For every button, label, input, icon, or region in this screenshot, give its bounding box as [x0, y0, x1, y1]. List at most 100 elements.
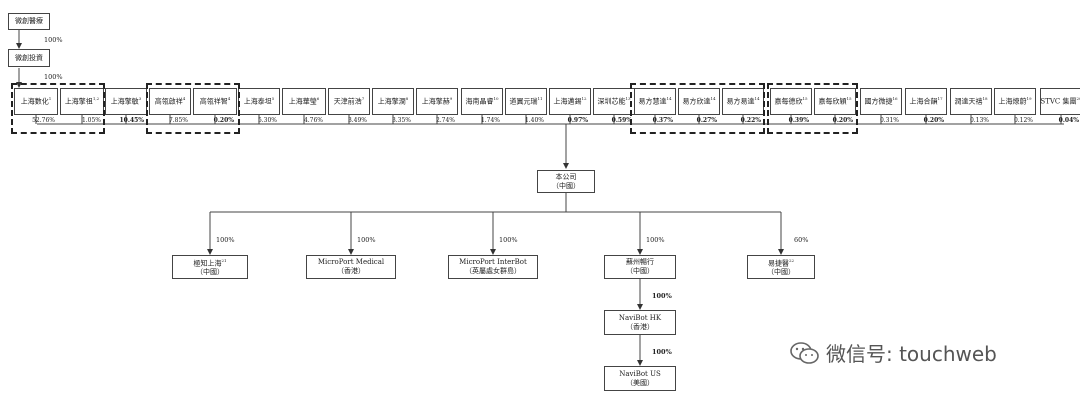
shareholder-name: 上海擎祖	[64, 97, 93, 106]
pct-sub-3: 100%	[646, 236, 665, 244]
shareholder-box: 國方微捷16	[860, 88, 902, 115]
shareholder-box: 上海燎蔚19	[994, 88, 1036, 115]
shareholder-box: 深圳芯能13	[593, 88, 635, 115]
company-box: 本公司 （中國）	[537, 170, 595, 193]
sub-name: MicroPort Medical	[317, 258, 385, 267]
shareholder-name-line: 國方微捷16	[864, 96, 897, 106]
shareholder-box: 海南晶睿10	[461, 88, 503, 115]
shareholder-footnote: 1,2	[92, 96, 100, 102]
shareholder-footnote: 7	[361, 96, 365, 102]
shareholder-pct: 0.39%	[788, 117, 809, 124]
sub-name: 極知上海	[193, 258, 222, 267]
shareholder-name: 上海合韻	[909, 97, 938, 106]
shareholder-name-line: 易方慧達14	[638, 96, 671, 106]
shareholder-name-line: 天津前浩7	[334, 96, 365, 106]
shareholder-name: 高瓴祥智	[199, 97, 228, 106]
parent-microport-investment: 微創投資	[8, 49, 50, 67]
shareholder-name-line: 嘉每欣穎15	[818, 96, 851, 106]
shareholder-pct: 0.31%	[879, 117, 899, 124]
shareholder-name-line: 上海擎敏3	[111, 96, 142, 106]
pct-sub-4: 60%	[794, 236, 809, 244]
pct-sub-2: 100%	[499, 236, 518, 244]
shareholder-box: 易方慧達14	[634, 88, 676, 115]
shareholder-name-line: 潤達天禧18	[954, 96, 987, 106]
shareholder-name-line: 上海燎蔚19	[998, 96, 1031, 106]
shareholder-pct: 0.12%	[1013, 117, 1033, 124]
shareholder-footnote: 9	[449, 96, 453, 102]
shareholder-pct: 10.45%	[119, 117, 145, 124]
shareholder-pct: 3.49%	[347, 117, 367, 124]
shareholder-pct: 0.20%	[832, 117, 853, 124]
shareholder-name: 高瓴啟祥	[154, 97, 183, 106]
shareholder-pct: 1.40%	[524, 117, 544, 124]
shareholder-footnote: 5	[271, 96, 275, 102]
sub-name: 易捷醫	[767, 258, 789, 267]
shareholder-name-line: 易方易達14	[726, 96, 759, 106]
shareholder-name: 上海華瑩	[288, 97, 317, 106]
navibot-hk-region: （香港）	[626, 322, 654, 331]
shareholder-pct: 0.04%	[1058, 117, 1079, 124]
shareholder-box: 上海華瑩6	[282, 88, 326, 115]
shareholder-footnote: 14	[710, 96, 716, 102]
shareholder-pct: 0.97%	[567, 117, 588, 124]
shareholder-footnote: 4	[182, 96, 186, 102]
shareholder-pct: 3.35%	[391, 117, 411, 124]
shareholder-name-line: 上海華瑩6	[289, 96, 320, 106]
pct-parent-investment: 100%	[44, 73, 63, 81]
sub-name: MicroPort InterBot	[459, 258, 527, 267]
shareholder-name-line: 上海邁錫12	[553, 96, 586, 106]
dashed-group-hillhouse	[146, 83, 240, 134]
subsidiary-yijieyi: 易捷醫22 （中國）	[747, 255, 815, 279]
shareholder-pct: 2.74%	[435, 117, 455, 124]
shareholder-box: 嘉每欣穎15	[814, 88, 856, 115]
dashed-group-shanghai	[11, 83, 105, 134]
shareholder-box: 上海泰坦5	[238, 88, 280, 115]
shareholder-box: 高瓴啟祥4	[149, 88, 191, 115]
shareholder-footnote: 20	[1076, 96, 1080, 102]
shareholder-footnote: 13	[625, 96, 631, 102]
shareholder-footnote: 8	[405, 96, 409, 102]
shareholder-name: 國方微捷	[864, 97, 893, 106]
shareholder-name: 上海燎蔚	[998, 97, 1027, 106]
pct-navibot-us: 100%	[652, 348, 672, 356]
shareholder-name: 易方易達	[726, 97, 755, 106]
sub-footnote: 22	[788, 257, 795, 263]
subsidiary-microport-medical: MicroPort Medical （香港）	[306, 255, 396, 279]
shareholder-name: 深圳芯能	[597, 97, 626, 106]
shareholder-name: 嘉每欣穎	[818, 97, 847, 106]
shareholder-name-line: 道翼元瑞11	[509, 96, 542, 106]
shareholder-name: 上海擎澗	[377, 97, 406, 106]
shareholder-footnote: 11	[537, 96, 543, 102]
watermark-text: 微信号: touchweb	[826, 342, 997, 366]
shareholder-box: 易方易達14	[722, 88, 764, 115]
pct-parent-top: 100%	[44, 36, 63, 44]
shareholder-box: 嘉每德欣15	[770, 88, 812, 115]
shareholder-name: 上海數化	[20, 97, 49, 106]
shareholder-name-line: 上海擎祖1,2	[65, 96, 99, 106]
shareholder-name: 嘉每德欣	[774, 97, 803, 106]
dashed-group-efund	[630, 83, 765, 134]
shareholder-name: 上海邁錫	[553, 97, 582, 106]
shareholder-box: 高瓴祥智4	[193, 88, 237, 115]
shareholder-footnote: 14	[754, 96, 760, 102]
shareholder-footnote: 10	[493, 96, 499, 102]
shareholder-pct: 4.76%	[303, 117, 323, 124]
wechat-watermark: 微信号: touchweb	[790, 338, 997, 367]
shareholder-footnote: 15	[802, 96, 808, 102]
sub-region: （中國）	[196, 267, 224, 276]
shareholder-box: 上海擎澗8	[372, 88, 414, 115]
sub-region: （香港）	[337, 267, 365, 275]
shareholder-name: 上海擎敏	[110, 97, 139, 106]
shareholder-footnote: 18	[982, 96, 988, 102]
shareholder-name-line: 深圳芯能13	[597, 96, 630, 106]
shareholder-name: 上海泰坦	[243, 97, 272, 106]
shareholder-name-line: 上海泰坦5	[244, 96, 275, 106]
subsidiary-suzhou-changxing: 蘇州暢行 （中國）	[604, 255, 676, 279]
shareholder-pct: 7.85%	[168, 117, 188, 124]
navibot-us-box: NaviBot US （美國）	[604, 366, 676, 391]
sub-region: （中國）	[767, 267, 795, 276]
parent-top-label: 微創醫療	[15, 17, 43, 26]
subsidiary-microport-interbot: MicroPort InterBot （英屬處女群島）	[448, 255, 538, 279]
